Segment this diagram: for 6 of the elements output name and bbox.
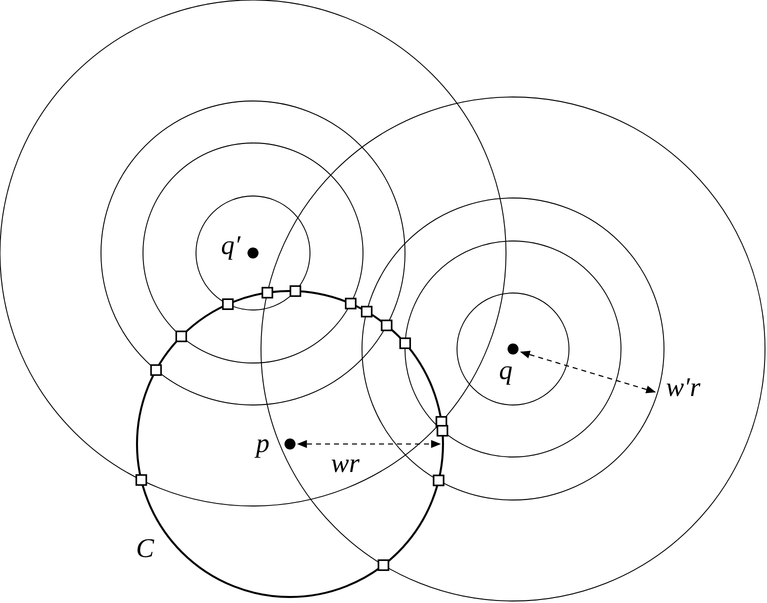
math-label: p <box>256 430 270 457</box>
math-label: q′ <box>221 232 240 259</box>
math-label: w′r <box>666 374 700 401</box>
math-label: q <box>499 357 512 384</box>
math-label: C <box>136 535 154 562</box>
math-label: wr <box>331 450 360 477</box>
